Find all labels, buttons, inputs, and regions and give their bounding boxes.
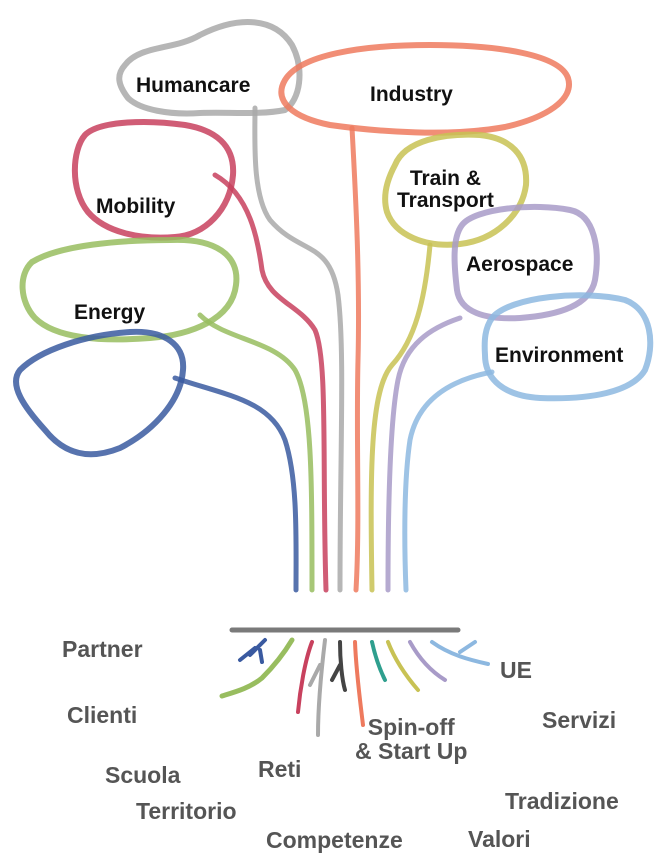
branch-line-train	[368, 242, 433, 593]
root-stroke-blue	[238, 638, 267, 664]
label-environment: Environment	[495, 344, 624, 367]
root-stroke-coral	[353, 640, 365, 727]
label-clienti: Clienti	[67, 702, 138, 728]
root-stroke-teal	[370, 640, 387, 682]
root-stroke-grey	[308, 638, 327, 737]
label-aerospace: Aerospace	[466, 253, 574, 276]
label-ue: UE	[500, 657, 532, 683]
branch-blob-aerospace	[451, 203, 600, 322]
label-humancare: Humancare	[136, 74, 251, 97]
root-stroke-green	[219, 637, 295, 699]
label-competenze: Competenze	[266, 827, 403, 853]
label-spinoff-startup: Spin-off & Start Up	[355, 714, 468, 765]
branch-energy	[19, 236, 315, 593]
branch-blob-energy	[19, 236, 240, 343]
branch-line-environment	[402, 369, 495, 593]
root-stroke-dark	[330, 640, 347, 692]
label-train-transport: Train & Transport	[397, 167, 494, 213]
branch-line-aerospace	[385, 315, 463, 593]
branch-blob-train	[382, 131, 530, 248]
branch-mobility	[71, 119, 329, 593]
branch-aerospace	[385, 203, 600, 593]
branch-blob-environment	[481, 292, 654, 402]
branch-blob-mobility	[71, 119, 237, 241]
root-stroke-lavender	[408, 640, 447, 682]
label-industry: Industry	[370, 83, 453, 106]
branch-industry	[278, 42, 572, 593]
root-stroke-red	[296, 640, 314, 714]
label-valori: Valori	[468, 826, 531, 852]
branch-unlabeled	[13, 328, 299, 593]
roots	[219, 637, 490, 737]
label-servizi: Servizi	[542, 707, 617, 733]
branch-line-energy	[197, 312, 315, 593]
branch-line-unlabeled	[172, 375, 299, 593]
root-stroke-lightblue	[430, 640, 490, 666]
branch-line-humancare	[252, 105, 345, 593]
label-reti: Reti	[258, 756, 302, 782]
branch-blob-humancare	[116, 19, 303, 117]
label-scuola: Scuola	[105, 762, 181, 788]
label-partner: Partner	[62, 636, 143, 662]
branch-environment	[402, 292, 654, 593]
label-energy: Energy	[74, 301, 146, 324]
root-stroke-yellow	[386, 640, 420, 692]
label-territorio: Territorio	[136, 798, 237, 824]
branch-blob-unlabeled	[13, 328, 187, 458]
label-mobility: Mobility	[96, 195, 176, 218]
label-tradizione: Tradizione	[505, 788, 619, 814]
branch-line-industry	[349, 125, 362, 593]
branch-line-mobility	[212, 172, 329, 593]
branch-blob-industry	[278, 42, 572, 136]
branch-train	[368, 131, 530, 593]
